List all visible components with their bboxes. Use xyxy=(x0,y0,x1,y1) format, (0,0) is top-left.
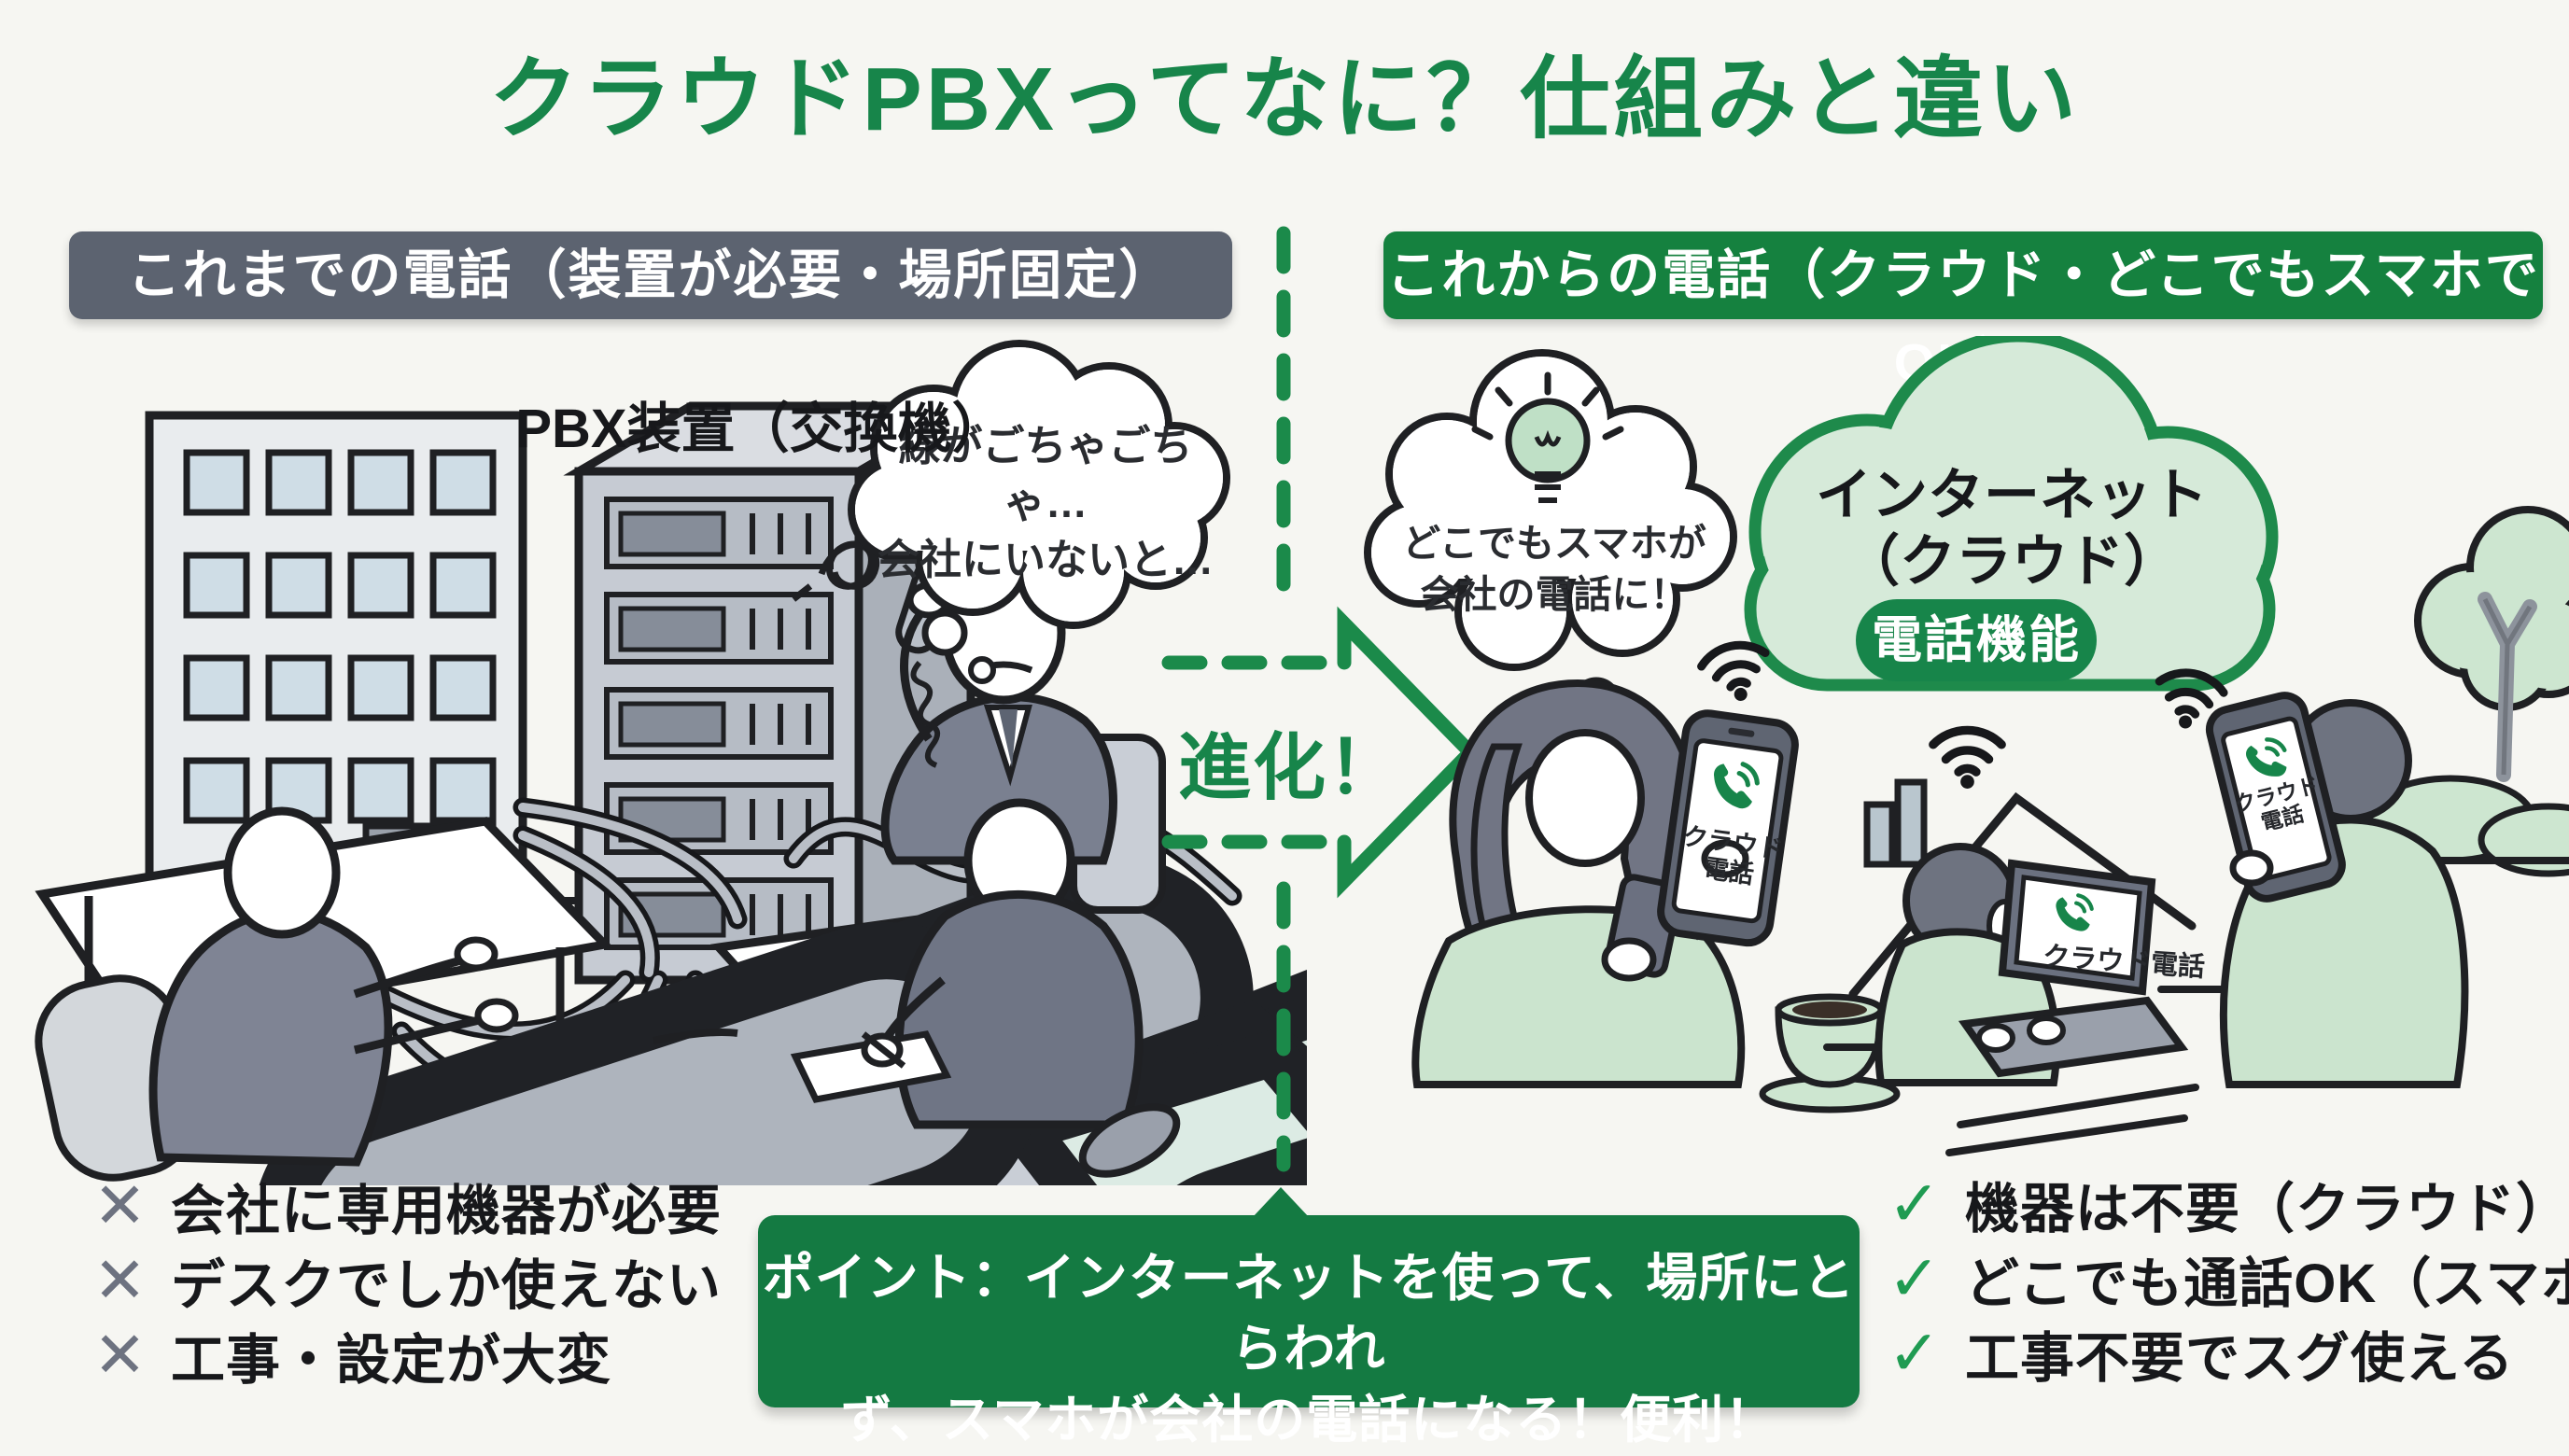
lightbulb-icon xyxy=(1471,371,1624,503)
cross-icon: ✕ xyxy=(93,1320,147,1391)
thought-bubble-right xyxy=(1364,349,1737,773)
con-text-1: 会社に専用機器が必要 xyxy=(170,1181,722,1241)
cloud-label-line1: インターネット xyxy=(1816,464,2208,526)
check-icon: ✓ xyxy=(1888,1169,1941,1239)
evolution-arrow-label: 進化！ xyxy=(1177,726,1402,808)
check-icon: ✓ xyxy=(1888,1243,1941,1314)
con-item-2: ✕ デスクでしか使えない xyxy=(93,1241,722,1320)
worker-writing xyxy=(653,798,1181,1178)
point-line1: ポイント：インターネットを使って、場所にとらわれ xyxy=(762,1249,1856,1378)
home-worker-with-laptop xyxy=(1823,778,2230,1156)
con-text-3: 工事・設定が大変 xyxy=(170,1330,611,1391)
cross-icon: ✕ xyxy=(93,1245,147,1316)
con-item-1: ✕ 会社に専用機器が必要 xyxy=(93,1167,722,1245)
pro-text-2: どこでも通話OK（スマホ・PC） xyxy=(1964,1253,2569,1314)
traditional-office-illustration xyxy=(35,340,1307,1185)
page-title: クラウドPBXってなに？仕組みと違い xyxy=(488,49,2081,149)
smartphone-right xyxy=(2205,692,2346,903)
outdoor-man-with-smartphone xyxy=(2205,506,2569,1088)
pro-item-3: ✓ 工事不要でスグ使える xyxy=(1888,1314,2514,1393)
check-icon: ✓ xyxy=(1888,1318,1941,1389)
con-item-3: ✕ 工事・設定が大変 xyxy=(93,1316,611,1394)
point-line2: ず、スマホが会社の電話になる！便利！ xyxy=(840,1390,1777,1449)
worker-back-view xyxy=(35,806,519,1182)
header-cloud-phone: これからの電話（クラウド・どこでもスマホでOK） xyxy=(1383,231,2543,393)
phone-function-badge: 電話機能 xyxy=(1856,599,2097,681)
header-traditional-phone: これまでの電話（装置が必要・場所固定） xyxy=(69,231,1232,319)
internet-cloud xyxy=(1744,336,2279,692)
internet-cloud-label: インターネット （クラウド） xyxy=(1755,463,2268,595)
thought-bubble-left xyxy=(848,340,1230,684)
wifi-icon xyxy=(1933,730,2001,789)
laptop xyxy=(1958,859,2189,1078)
woman-with-smartphone xyxy=(1411,679,1799,1088)
pbx-device-label: PBX装置（交換機） xyxy=(515,399,1006,459)
wifi-icon xyxy=(1699,639,1775,707)
thought-bubble-left-text: 線がごちゃごちゃ… 会社にいないと… xyxy=(868,418,1223,588)
bubble-left-line1: 線がごちゃごちゃ… xyxy=(898,422,1193,526)
pro-text-3: 工事不要でスグ使える xyxy=(1964,1328,2515,1389)
pro-item-2: ✓ どこでも通話OK（スマホ・PC） xyxy=(1888,1239,2569,1318)
tree xyxy=(2414,506,2569,782)
smartphone-large xyxy=(1657,709,1799,947)
pro-item-1: ✓ 機器は不要（クラウド） xyxy=(1888,1165,2569,1243)
cross-icon: ✕ xyxy=(93,1170,147,1241)
pro-text-1: 機器は不要（クラウド） xyxy=(1964,1179,2569,1239)
callout-pointer xyxy=(1253,1187,1309,1217)
thought-bubble-right-text: どこでもスマホが 会社の電話に！ xyxy=(1400,518,1708,622)
con-text-2: デスクでしか使えない xyxy=(170,1255,722,1316)
bubble-left-line2: 会社にいないと… xyxy=(877,535,1214,583)
bubble-right-line1: どこでもスマホが xyxy=(1402,522,1706,565)
bubble-right-line2: 会社の電話に！ xyxy=(1420,573,1689,617)
cloud-phone-illustration xyxy=(1364,336,2569,1156)
cloud-label-line2: （クラウド） xyxy=(1844,529,2180,593)
point-callout-box: ポイント：インターネットを使って、場所にとらわれ ず、スマホが会社の電話になる！… xyxy=(758,1187,1860,1449)
